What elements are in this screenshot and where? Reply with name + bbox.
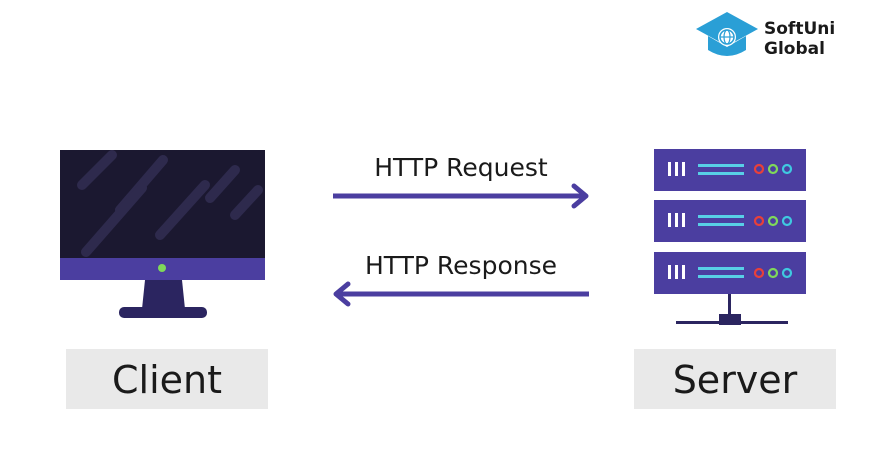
arrow-right-icon (571, 183, 589, 209)
server-label-box: Server (634, 349, 836, 409)
client-label-box: Client (66, 349, 268, 409)
server-unit (654, 200, 806, 242)
server-label: Server (673, 358, 798, 402)
screen-reflections (77, 150, 263, 257)
network-connector (676, 294, 788, 325)
graduation-cap-globe-icon (696, 12, 758, 56)
server-unit (654, 252, 806, 294)
response-arrow (333, 281, 589, 307)
server-rack-icon (654, 149, 806, 325)
server-unit (654, 149, 806, 191)
arrow-left-icon (333, 281, 351, 307)
response-label: HTTP Response (365, 251, 557, 280)
brand-name-line2: Global (764, 39, 825, 59)
brand-name-line1: SoftUni (764, 19, 835, 39)
request-arrow (333, 183, 589, 209)
brand-logo: SoftUni Global (696, 12, 835, 59)
monitor-base (119, 307, 207, 318)
power-led-icon (158, 264, 166, 272)
desktop-monitor-icon (60, 150, 265, 318)
monitor-stand (142, 280, 185, 309)
request-label: HTTP Request (374, 153, 548, 182)
client-label: Client (112, 358, 222, 402)
